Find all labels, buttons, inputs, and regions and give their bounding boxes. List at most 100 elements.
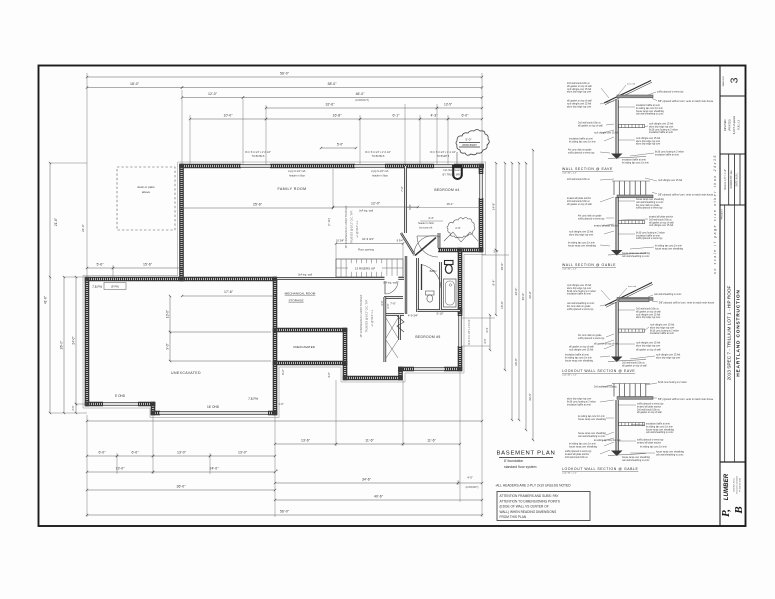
svg-text:let siding lap conc 1in min: let siding lap conc 1in min bbox=[569, 140, 596, 143]
svg-text:11'-6": 11'-6" bbox=[427, 439, 436, 443]
svg-text:16' OHD: 16' OHD bbox=[207, 405, 220, 409]
svg-text:treated sill plate anchor: treated sill plate anchor bbox=[567, 197, 591, 200]
svg-text:UNEXCAVATED: UNEXCAVATED bbox=[293, 345, 316, 349]
svg-text:soffit plywood w vents typ: soffit plywood w vents typ bbox=[637, 403, 664, 406]
svg-text:insulation baffle at vent: insulation baffle at vent bbox=[650, 332, 674, 335]
svg-text:11'-6": 11'-6" bbox=[365, 439, 374, 443]
svg-text:house wrap over sheathing: house wrap over sheathing bbox=[569, 445, 598, 448]
svg-text:alum drip edge typ over: alum drip edge typ over bbox=[649, 125, 674, 128]
svg-text:5/8" plywood soffit w/ cont. v: 5/8" plywood soffit w/ cont. vents to ma… bbox=[659, 302, 715, 305]
svg-text:40'-0": 40'-0" bbox=[521, 293, 525, 301]
svg-text:deck or patio: deck or patio bbox=[137, 185, 155, 189]
svg-text:10'-3 3/4": 10'-3 3/4" bbox=[362, 237, 374, 241]
svg-text:BEDROOM #4: BEDROOM #4 bbox=[434, 188, 459, 192]
svg-text:scale: 3/4" = 1'-0": scale: 3/4" = 1'-0" bbox=[562, 473, 577, 475]
svg-text:alum drip edge typ over: alum drip edge typ over bbox=[567, 398, 592, 401]
svg-text:HEARTLAND CONSTRUCTION: HEARTLAND CONSTRUCTION bbox=[736, 289, 742, 376]
svg-text:TO BCHD 8: TO BCHD 8 bbox=[372, 155, 385, 158]
svg-text:BY TRUSS MFG: BY TRUSS MFG bbox=[443, 174, 462, 177]
svg-text:soffit plywood w vents typ: soffit plywood w vents typ bbox=[565, 450, 592, 453]
svg-text:13'-0": 13'-0" bbox=[238, 451, 248, 455]
svg-text:34'-6": 34'-6" bbox=[362, 478, 372, 482]
svg-text:3x4 brg. wall: 3x4 brg. wall bbox=[383, 282, 397, 285]
svg-text:osb wall sheathing to conc: osb wall sheathing to conc bbox=[636, 113, 664, 116]
svg-text:sill gasket on top of wall: sill gasket on top of wall bbox=[636, 349, 661, 352]
svg-text:REVISED:: REVISED: bbox=[723, 119, 727, 131]
svg-text:osb wall sheathing to conc: osb wall sheathing to conc bbox=[578, 435, 606, 438]
svg-text:let siding lap conc 1in min: let siding lap conc 1in min bbox=[655, 245, 682, 248]
svg-text:8-OCT-13 panels: 8-OCT-13 panels bbox=[733, 115, 736, 134]
svg-text:sill gasket on top of wall: sill gasket on top of wall bbox=[567, 100, 592, 103]
svg-text:P,: P, bbox=[720, 509, 732, 517]
svg-text:10 3/4": 10 3/4" bbox=[336, 239, 344, 243]
svg-text:soffit plywood w vents typ: soffit plywood w vents typ bbox=[636, 237, 663, 240]
svg-text:osb wall sheathing to conc: osb wall sheathing to conc bbox=[646, 431, 674, 434]
svg-text:alum drip edge typ over: alum drip edge typ over bbox=[636, 140, 661, 143]
svg-text:house wrap over sheathing: house wrap over sheathing bbox=[578, 432, 607, 435]
svg-text:B: B bbox=[733, 506, 745, 514]
svg-text:house wrap over sheathing: house wrap over sheathing bbox=[646, 428, 675, 431]
svg-text:roof shingle over 15 felt: roof shingle over 15 felt bbox=[636, 342, 661, 345]
svg-text:(LOOKOUT): (LOOKOUT) bbox=[466, 487, 479, 489]
svg-text:16'-0": 16'-0" bbox=[500, 301, 504, 309]
svg-text:sill gasket on top of wall: sill gasket on top of wall bbox=[637, 411, 662, 414]
svg-text:FROM THIS PLAN: FROM THIS PLAN bbox=[500, 515, 527, 519]
svg-text:osb wall sheathing to conc: osb wall sheathing to conc bbox=[656, 453, 684, 456]
svg-text:5' OHD: 5' OHD bbox=[115, 394, 126, 398]
svg-text:roof shingle over 15 felt: roof shingle over 15 felt bbox=[650, 324, 675, 327]
svg-text:treated sill plate anchor: treated sill plate anchor bbox=[565, 453, 589, 456]
svg-text:PROJECT:: PROJECT: bbox=[722, 208, 724, 219]
svg-text:sill gasket on top of wall: sill gasket on top of wall bbox=[567, 203, 592, 206]
svg-text:let siding lap conc 1in min: let siding lap conc 1in min bbox=[646, 425, 673, 428]
svg-text:header in floor: header in floor bbox=[372, 175, 388, 178]
svg-text:6'-1": 6'-1" bbox=[393, 114, 401, 118]
svg-text:insulation baffle at vent: insulation baffle at vent bbox=[565, 354, 589, 357]
svg-text:R.O. 5'-0 1/4" x 2'-6 1/4": R.O. 5'-0 1/4" x 2'-6 1/4" bbox=[245, 151, 271, 154]
svg-text:WDW BSMT: WDW BSMT bbox=[462, 143, 477, 147]
svg-text:9-JUL-13: 9-JUL-13 bbox=[738, 119, 741, 130]
svg-text:4'-0": 4'-0" bbox=[327, 372, 331, 378]
svg-text:14'-8": 14'-8" bbox=[491, 203, 495, 211]
svg-text:6': 6' bbox=[276, 469, 279, 471]
svg-text:insulation baffle at vent: insulation baffle at vent bbox=[567, 293, 591, 296]
svg-text:7.8 PH: 7.8 PH bbox=[92, 285, 102, 289]
svg-text:13 RISERS UP: 13 RISERS UP bbox=[355, 267, 375, 271]
svg-text:roof shingle over 15 felt: roof shingle over 15 felt bbox=[636, 313, 661, 316]
svg-text:soffit plywood w vents typ: soffit plywood w vents typ bbox=[567, 308, 594, 311]
svg-text:5'-6": 5'-6" bbox=[97, 263, 105, 267]
svg-text:osb wall sheathing to conc: osb wall sheathing to conc bbox=[636, 201, 664, 204]
svg-text:let siding lap conc 1in min: let siding lap conc 1in min bbox=[565, 356, 592, 359]
svg-text:36'-0": 36'-0" bbox=[177, 485, 187, 489]
svg-text:5/8" plywood soffit w/ cont. v: 5/8" plywood soffit w/ cont. vents to ma… bbox=[658, 398, 714, 401]
svg-text:insulation baffle at vent: insulation baffle at vent bbox=[569, 138, 593, 141]
svg-text:38'-0": 38'-0" bbox=[328, 82, 338, 86]
svg-text:no scale if page size other th: no scale if page size other than 24x36 bbox=[713, 154, 717, 274]
svg-text:(LOOKOUT): (LOOKOUT) bbox=[355, 99, 368, 102]
svg-text:TRUSSES @ 19.2" O.C. TYP.: TRUSSES @ 19.2" O.C. TYP. bbox=[366, 299, 369, 333]
svg-text:26'-0": 26'-0" bbox=[59, 340, 63, 349]
svg-text:9'-4": 9'-4" bbox=[491, 280, 495, 286]
svg-text:9'-0": 9'-0" bbox=[165, 343, 169, 349]
svg-text:sill gasket on top of wall: sill gasket on top of wall bbox=[569, 346, 594, 349]
svg-text:roof shingle over 15 felt: roof shingle over 15 felt bbox=[649, 224, 674, 227]
svg-text:roof shingle over 15 felt: roof shingle over 15 felt bbox=[567, 88, 592, 91]
svg-text:insulation baffle at vent: insulation baffle at vent bbox=[567, 403, 591, 406]
svg-text:BATH: BATH bbox=[430, 269, 437, 273]
svg-text:5/8" plywood soffit w/ cont. v: 5/8" plywood soffit w/ cont. vents to ma… bbox=[658, 194, 714, 197]
svg-text:let siding lap conc 1in min: let siding lap conc 1in min bbox=[622, 161, 649, 164]
svg-text:WALL) WHEN READING DIMENSIONS: WALL) WHEN READING DIMENSIONS bbox=[500, 510, 557, 514]
svg-text:46'-0": 46'-0" bbox=[356, 92, 365, 96]
svg-text:2x6 wall studs 16in oc: 2x6 wall studs 16in oc bbox=[637, 408, 661, 411]
svg-text:soffit plywood w vents typ: soffit plywood w vents typ bbox=[578, 217, 605, 220]
svg-text:let siding lap conc 1in min: let siding lap conc 1in min bbox=[594, 439, 621, 442]
svg-text:standard floor system: standard floor system bbox=[504, 465, 537, 469]
svg-text:alum drip edge typ over: alum drip edge typ over bbox=[636, 344, 661, 347]
svg-text:insulation baffle at vent: insulation baffle at vent bbox=[655, 153, 679, 156]
svg-text:osb wall sheathing to conc: osb wall sheathing to conc bbox=[567, 302, 595, 305]
svg-text:truss tail: truss tail bbox=[627, 83, 636, 86]
svg-text:sill gasket on top of wall: sill gasket on top of wall bbox=[594, 343, 619, 346]
svg-text:5'-0": 5'-0" bbox=[337, 143, 343, 147]
svg-text:alum drip edge typ over: alum drip edge typ over bbox=[567, 91, 592, 94]
svg-text:roof shingle over 15 felt: roof shingle over 15 felt bbox=[569, 231, 594, 234]
svg-text:36'-0": 36'-0" bbox=[514, 358, 518, 366]
